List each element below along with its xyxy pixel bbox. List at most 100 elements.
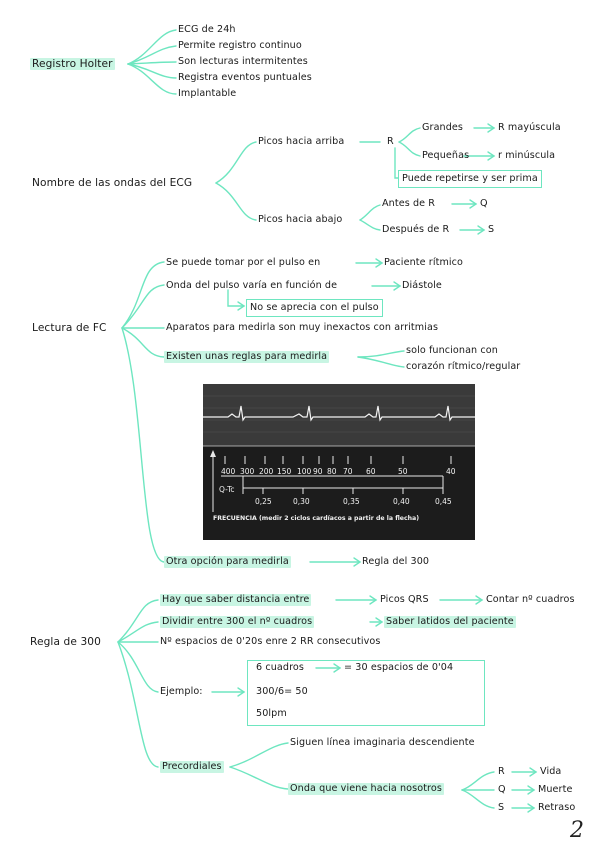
espacios-label: Nº espacios de 0'20s enre 2 RR consecuti… xyxy=(160,636,381,647)
ejemplo-line2: 300/6= 50 xyxy=(256,686,308,697)
connector xyxy=(369,595,378,605)
onda-pulso: Onda del pulso varía en función de xyxy=(166,280,338,291)
connector xyxy=(398,141,421,157)
holter-item: Son lecturas intermitentes xyxy=(178,56,308,67)
reglas-label: Existen unas reglas para medirla xyxy=(164,351,330,363)
connector xyxy=(375,258,384,268)
diastole: Diástole xyxy=(402,280,442,291)
regla-del-300: Regla del 300 xyxy=(362,556,430,567)
pulso-label: Se puede tomar por el pulso en xyxy=(166,257,321,268)
connector xyxy=(215,182,257,221)
connector xyxy=(117,641,159,693)
precordial-r: R xyxy=(498,766,505,777)
ruler-bottom-tick: 0,45 xyxy=(435,497,452,506)
connector xyxy=(237,687,246,697)
ruler-top-tick: 200 xyxy=(259,467,274,476)
connector xyxy=(398,127,421,143)
ruler-top-tick: 400 xyxy=(221,467,236,476)
connector xyxy=(121,327,165,358)
q-label: Q xyxy=(480,198,488,209)
ruler-top-tick: 80 xyxy=(327,467,337,476)
onda-viene-label: Onda que viene hacia nosotros xyxy=(288,783,444,795)
contar-cuadros: Contar nº cuadros xyxy=(486,594,575,605)
paciente-ritmico: Paciente rítmico xyxy=(384,257,463,268)
connector xyxy=(127,63,177,79)
vida-label: Vida xyxy=(540,766,562,777)
connector xyxy=(375,617,384,627)
connector xyxy=(215,141,257,184)
connector xyxy=(529,767,538,777)
precordial-q: Q xyxy=(498,784,506,795)
connector xyxy=(527,803,536,813)
ruler-top-tick: 90 xyxy=(313,467,323,476)
antes-r: Antes de R xyxy=(382,198,436,209)
ruler-top-tick: 300 xyxy=(240,467,255,476)
holter-title: Registro Holter xyxy=(30,58,115,70)
ecg-ruler-photo: 400 300 200 150 100 90 80 70 60 50 40 Q-… xyxy=(203,384,475,540)
picos-qrs: Picos QRS xyxy=(380,594,429,605)
ejemplo-label: Ejemplo: xyxy=(160,686,203,697)
connector xyxy=(477,225,486,235)
ecg-ruler-graphic: 400 300 200 150 100 90 80 70 60 50 40 Q-… xyxy=(203,384,475,540)
picos-arriba: Picos hacia arriba xyxy=(258,136,345,147)
solo-line2: corazón rítmico/regular xyxy=(406,361,521,372)
aparatos-label: Aparatos para medirla son muy inexactos … xyxy=(166,322,439,333)
r-label: R xyxy=(387,136,394,147)
otra-opcion: Otra opción para medirla xyxy=(164,556,291,568)
page-number: 2 xyxy=(570,818,584,843)
connector xyxy=(127,61,177,65)
connector xyxy=(394,147,399,179)
fc-title: Lectura de FC xyxy=(32,322,107,334)
ejemplo-box xyxy=(247,660,485,726)
connector xyxy=(461,771,495,791)
ruler-qtc-label: Q-Tc xyxy=(219,485,235,494)
ruler-bottom-tick: 0,25 xyxy=(255,497,272,506)
ondas-title: Nombre de las ondas del ECG xyxy=(32,177,193,189)
holter-item: Implantable xyxy=(178,88,237,99)
precordial-s: S xyxy=(498,802,505,813)
ruler-top-tick: 150 xyxy=(277,467,292,476)
connector xyxy=(357,356,405,368)
ejemplo-line1b: = 30 espacios de 0'04 xyxy=(344,662,454,673)
precordiales-label: Precordiales xyxy=(160,761,224,773)
connector xyxy=(487,123,496,133)
ejemplo-line1a: 6 cuadros xyxy=(256,662,304,673)
connector xyxy=(353,557,362,567)
latidos-label: Saber latidos del paciente xyxy=(384,616,516,628)
no-aprecia-box: No se aprecia con el pulso xyxy=(246,299,383,317)
connector xyxy=(127,45,177,65)
ruler-top-tick: 100 xyxy=(297,467,312,476)
connector xyxy=(359,204,381,221)
connector xyxy=(117,621,159,643)
connector xyxy=(237,301,246,311)
repetir-box: Puede repetirse y ser prima xyxy=(398,170,542,188)
ecg-trace xyxy=(203,405,475,422)
muerte-label: Muerte xyxy=(538,784,573,795)
connector xyxy=(359,219,381,231)
connector xyxy=(229,766,289,790)
holter-item: ECG de 24h xyxy=(178,24,236,35)
ruler-caption: FRECUENCIA (medir 2 ciclos cardíacos a p… xyxy=(213,514,419,522)
ruler-bottom-tick: 0,35 xyxy=(343,497,360,506)
ruler-top-tick: 70 xyxy=(343,467,353,476)
s-label: S xyxy=(488,224,495,235)
connector xyxy=(469,199,478,209)
ruler-bottom-tick: 0,40 xyxy=(393,497,410,506)
connector xyxy=(393,281,402,291)
r-minuscula: r minúscula xyxy=(498,150,556,161)
siguen-label: Siguen línea imaginaria descendiente xyxy=(290,737,475,748)
connector xyxy=(527,785,536,795)
distancia-label: Hay que saber distancia entre xyxy=(160,594,312,606)
connector xyxy=(127,29,177,65)
connector xyxy=(121,261,165,329)
connector xyxy=(475,595,484,605)
connector xyxy=(461,789,495,809)
connector xyxy=(127,63,177,95)
regla-title: Regla de 300 xyxy=(30,636,101,648)
ruler-top-tick: 50 xyxy=(398,467,408,476)
ruler-top-tick: 40 xyxy=(446,467,456,476)
pequenas-label: Pequeñas xyxy=(422,150,470,161)
connector xyxy=(229,742,289,768)
holter-item: Registra eventos puntuales xyxy=(178,72,312,83)
